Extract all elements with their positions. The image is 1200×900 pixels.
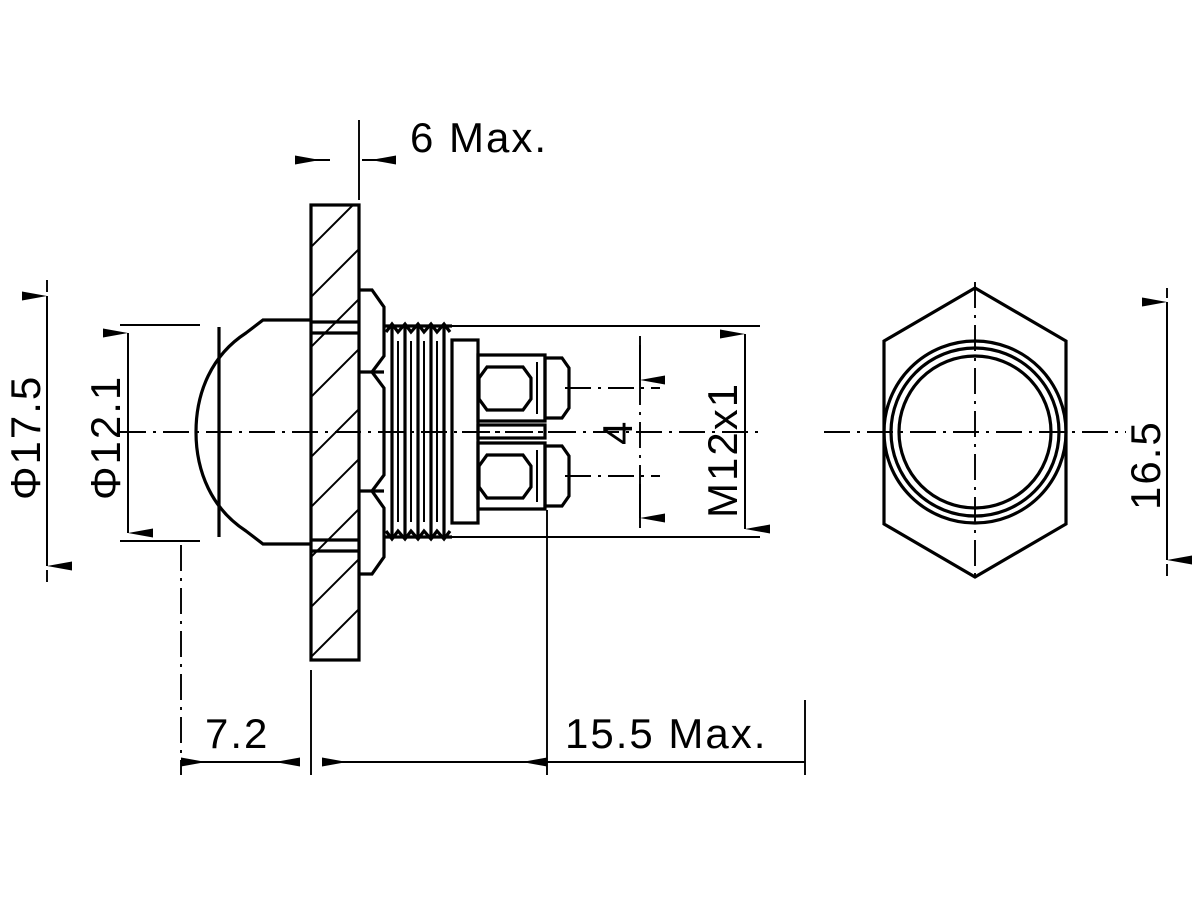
terminal-separator	[462, 423, 560, 440]
dimension-16-5: 16.5	[1122, 288, 1192, 576]
terminal-upper	[476, 353, 571, 423]
thread-root-circle	[889, 346, 1061, 518]
thread-crest-circle	[882, 339, 1068, 525]
dimension-phi-17-5: Φ17.5	[2, 280, 72, 582]
label-4: 4	[594, 420, 641, 445]
hex-nut-body	[359, 288, 386, 576]
side-section-view: 6 Max. Φ17.5 Φ12.1	[2, 114, 806, 775]
terminal-lower	[476, 441, 571, 511]
bushing-bore-circle	[897, 354, 1053, 510]
threaded-bushing	[384, 321, 452, 542]
hex-nut-outline	[882, 286, 1068, 579]
label-15-5-max: 15.5 Max.	[565, 710, 767, 757]
label-phi-17-5: Φ17.5	[2, 375, 49, 500]
thread-profile	[390, 326, 446, 537]
mounting-panel	[309, 203, 361, 662]
dimension-phi-12-1: Φ12.1	[82, 324, 200, 542]
thread-root-lines	[397, 341, 438, 522]
dimension-6-max: 6 Max.	[295, 114, 548, 200]
label-phi-12-1: Φ12.1	[82, 375, 129, 500]
dome-button-head	[194, 318, 311, 546]
dimension-m12x1: M12x1	[452, 325, 770, 538]
label-6-max: 6 Max.	[410, 114, 548, 161]
front-hex-view: 16.5	[824, 282, 1192, 583]
dimension-bottom-group: 7.2 15.5 Max.	[180, 510, 806, 775]
label-16-5: 16.5	[1122, 420, 1169, 510]
label-7-2: 7.2	[205, 710, 269, 757]
dimension-4: 4	[565, 336, 665, 528]
label-m12x1: M12x1	[699, 382, 746, 518]
panel-hatching	[311, 205, 359, 660]
